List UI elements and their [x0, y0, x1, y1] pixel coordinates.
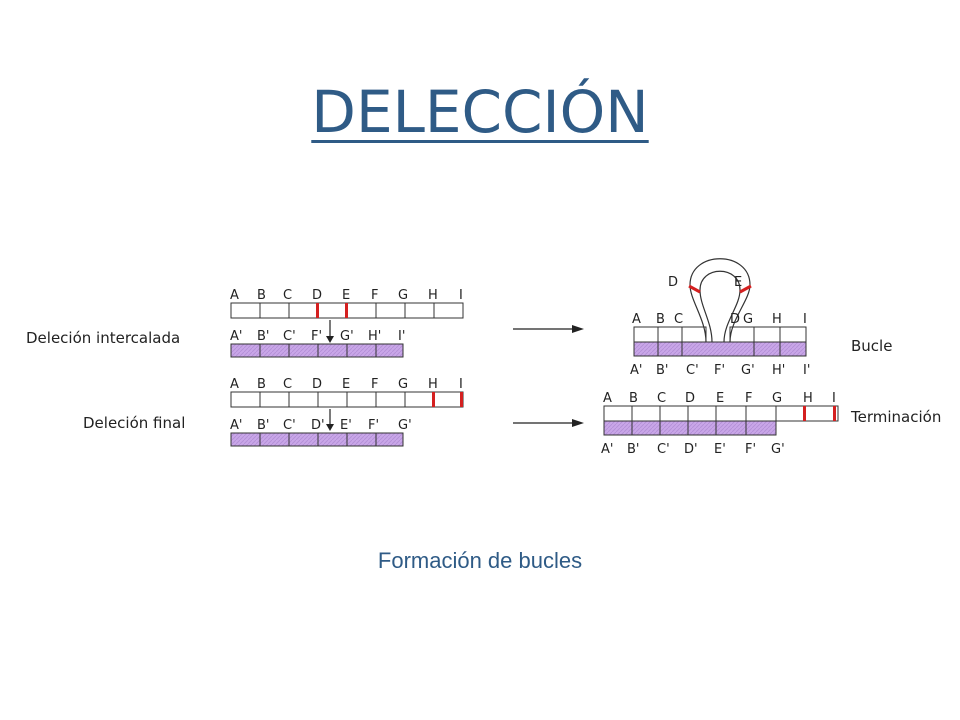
gene-label: D	[730, 312, 740, 327]
break-mark	[345, 303, 348, 318]
terminal-deleted-chromosome: A' B' C' D' E' F' G'	[230, 409, 412, 447]
gene-label: G	[743, 312, 753, 327]
gene-label: F'	[311, 329, 322, 344]
gene-label: I'	[803, 363, 810, 378]
terminal-normal-chromosome: A B C D E F G H I	[230, 377, 464, 408]
gene-label: H	[772, 312, 782, 327]
gene-label: B'	[257, 329, 270, 344]
break-mark	[688, 284, 701, 294]
gene-label: D'	[684, 442, 698, 457]
gene-label: A'	[230, 418, 242, 433]
label-terminal: Deleción final	[83, 414, 185, 432]
gene-label: C'	[283, 418, 296, 433]
loop-inner	[699, 270, 741, 343]
break-mark	[432, 392, 435, 407]
gene-label: A	[230, 377, 239, 392]
gene-label: H	[428, 288, 438, 303]
gene-label: I	[459, 377, 463, 392]
gene-label: C'	[657, 442, 670, 457]
gene-label: A	[603, 391, 612, 406]
gene-label: C	[674, 312, 683, 327]
gene-label: G'	[398, 418, 412, 433]
gene-label: H	[428, 377, 438, 392]
gene-label: C'	[283, 329, 296, 344]
loop-chromosome-pair: A B C D E D G H I A' B' C' F' G' H' I'	[630, 258, 810, 378]
gene-label: E	[342, 377, 350, 392]
gene-label: F'	[714, 363, 725, 378]
gene-label: B	[257, 288, 266, 303]
break-mark	[803, 406, 806, 421]
gene-label: D'	[311, 418, 325, 433]
gene-label: F	[371, 377, 378, 392]
gene-label: I	[803, 312, 807, 327]
gene-label: B	[257, 377, 266, 392]
label-interstitial: Deleción intercalada	[26, 329, 180, 347]
gene-label: C'	[686, 363, 699, 378]
break-mark	[460, 392, 463, 407]
gene-label: C	[657, 391, 666, 406]
loop-outer	[689, 258, 751, 343]
gene-label: D	[685, 391, 695, 406]
gene-label: F'	[368, 418, 379, 433]
gene-label: I	[459, 288, 463, 303]
gene-label: E'	[714, 442, 726, 457]
gene-label: F	[371, 288, 378, 303]
figure-caption: Formación de bucles	[377, 548, 583, 573]
gene-label: G	[398, 377, 408, 392]
gene-label: F	[745, 391, 752, 406]
gene-label: A'	[601, 442, 613, 457]
gene-label: A	[230, 288, 239, 303]
break-mark	[739, 284, 752, 294]
gene-label: G	[398, 288, 408, 303]
gene-label: B	[656, 312, 665, 327]
arrow-head	[326, 336, 334, 343]
gene-label: A'	[630, 363, 642, 378]
break-mark	[316, 303, 319, 318]
break-mark	[833, 406, 836, 421]
gene-label: D	[312, 377, 322, 392]
gene-label: E'	[340, 418, 352, 433]
gene-label: E	[716, 391, 724, 406]
gene-label: I'	[398, 329, 405, 344]
termination-chromosome-pair: A B C D E F G H I A' B' C' D' E' F' G'	[601, 391, 839, 457]
gene-label: G'	[340, 329, 354, 344]
interstitial-normal-chromosome: A B C D E F G H I	[230, 288, 464, 319]
gene-label: B'	[627, 442, 640, 457]
gene-label: G	[772, 391, 782, 406]
gene-label: D	[312, 288, 322, 303]
gene-label: D	[668, 275, 678, 290]
label-loop: Bucle	[851, 337, 892, 355]
gene-label: F'	[745, 442, 756, 457]
gene-label: H	[803, 391, 813, 406]
transition-arrow	[513, 325, 584, 333]
gene-label: C	[283, 377, 292, 392]
gene-label: C	[283, 288, 292, 303]
gene-label: E	[734, 275, 742, 290]
gene-label: B'	[257, 418, 270, 433]
gene-label: G'	[771, 442, 785, 457]
gene-label: H'	[368, 329, 381, 344]
transition-arrow	[513, 419, 584, 427]
gene-label: G'	[741, 363, 755, 378]
arrow-head	[326, 424, 334, 431]
interstitial-deleted-chromosome: A' B' C' F' G' H' I'	[230, 320, 405, 358]
gene-label: H'	[772, 363, 785, 378]
gene-label: E	[342, 288, 350, 303]
gene-label: I	[832, 391, 836, 406]
gene-label: A	[632, 312, 641, 327]
label-termination: Terminación	[850, 408, 941, 426]
page-title: DELECCIÓN	[311, 78, 649, 146]
gene-label: B'	[656, 363, 669, 378]
gene-label: B	[629, 391, 638, 406]
gene-label: A'	[230, 329, 242, 344]
